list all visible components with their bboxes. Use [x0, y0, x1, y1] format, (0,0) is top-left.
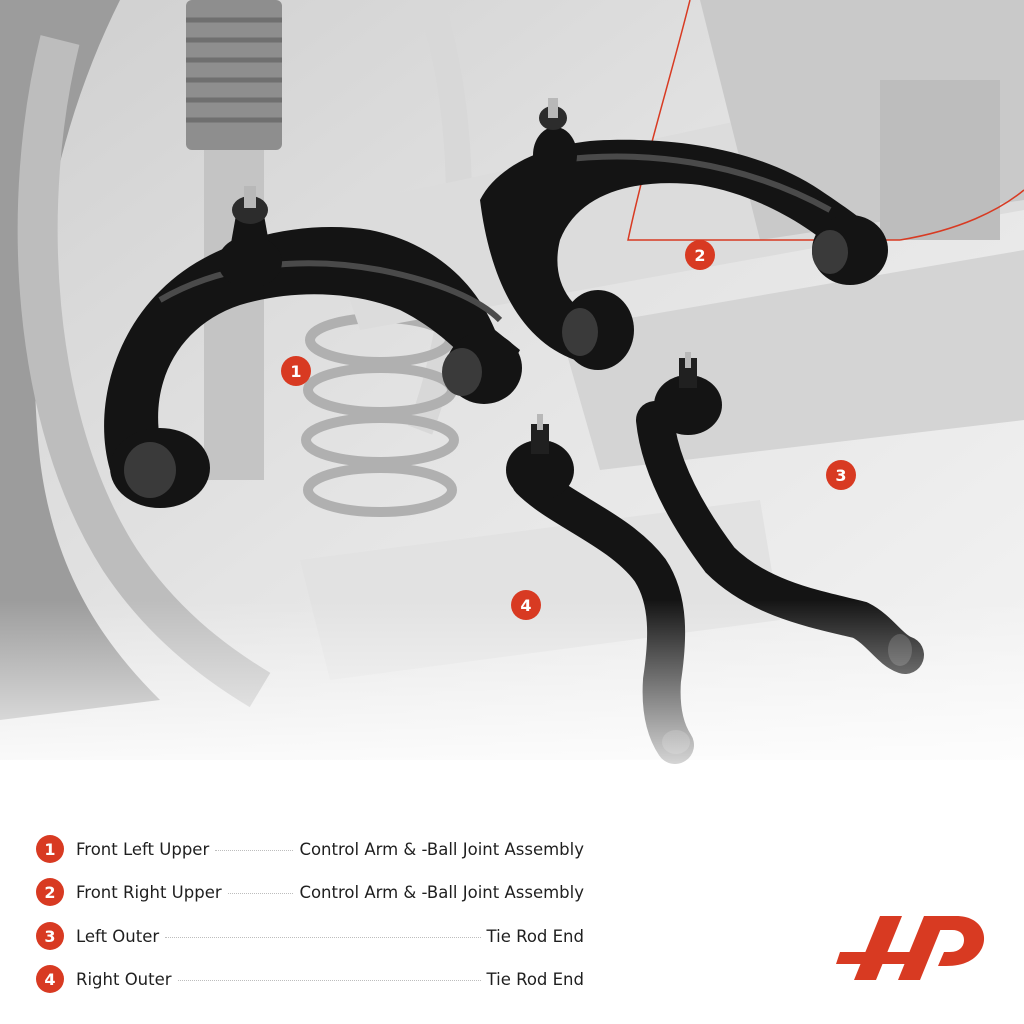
legend-desc-2: Control Arm & -Ball Joint Assembly: [299, 882, 584, 902]
legend-number-1: 1: [36, 835, 64, 863]
legend-row-1: 1 Front Left Upper Control Arm & -Ball J…: [36, 834, 584, 864]
legend-part-2: Front Right Upper: [76, 882, 222, 902]
front-right-upper-control-arm: [480, 98, 888, 370]
legend-number-2: 2: [36, 878, 64, 906]
front-left-upper-control-arm: [104, 186, 522, 508]
legend-part-1: Front Left Upper: [76, 839, 210, 859]
legend-row-2: 2 Front Right Upper Control Arm & -Ball …: [36, 877, 584, 907]
legend-desc-4: Tie Rod End: [486, 969, 584, 989]
legend-leader-2: [227, 892, 294, 894]
legend-row-4: 4 Right Outer Tie Rod End: [36, 964, 584, 994]
legend-desc-1: Control Arm & -Ball Joint Assembly: [299, 839, 584, 859]
legend-number-3: 3: [36, 922, 64, 950]
legend-row-3: 3 Left Outer Tie Rod End: [36, 921, 584, 951]
legend-number-4: 4: [36, 965, 64, 993]
legend-leader-3: [165, 936, 481, 938]
marker-3: 3: [826, 460, 856, 490]
legend-leader-1: [215, 849, 294, 851]
ap-logo-icon: [836, 916, 985, 980]
marker-2: 2: [685, 240, 715, 270]
legend-part-4: Right Outer: [76, 969, 172, 989]
legend-desc-3: Tie Rod End: [486, 926, 584, 946]
legend-leader-4: [177, 979, 481, 981]
marker-4: 4: [511, 590, 541, 620]
marker-1: 1: [281, 356, 311, 386]
legend-part-3: Left Outer: [76, 926, 160, 946]
